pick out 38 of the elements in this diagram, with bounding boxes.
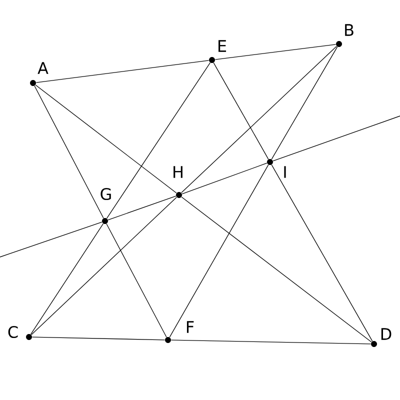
point: A [30, 62, 48, 86]
point: I [267, 159, 286, 178]
line [170, 340, 372, 344]
line [32, 336, 166, 340]
node-label: I [284, 166, 286, 178]
line [0, 222, 102, 258]
line [182, 162, 268, 194]
point: C [8, 326, 32, 340]
line [271, 164, 373, 342]
point: B [336, 24, 354, 47]
line [169, 164, 269, 338]
node-label: E [218, 40, 226, 52]
line [271, 46, 338, 160]
node-label: H [174, 166, 182, 178]
point: G [100, 188, 111, 224]
node-label: C [8, 326, 18, 338]
line [214, 44, 336, 60]
point: H [174, 166, 182, 198]
node-label: A [38, 62, 48, 74]
line [35, 84, 177, 194]
node-label: G [100, 188, 111, 200]
line [108, 196, 176, 220]
line [181, 46, 337, 194]
point: D [371, 328, 392, 347]
line [213, 62, 269, 160]
point: E [209, 40, 226, 63]
node-label: D [381, 328, 392, 340]
line [30, 223, 104, 335]
node-label: B [345, 24, 354, 36]
line [272, 116, 400, 162]
line [106, 224, 167, 338]
line [181, 196, 372, 342]
node-label: F [186, 321, 194, 333]
line [31, 196, 177, 336]
point: F [165, 321, 194, 343]
line [34, 86, 104, 218]
line [36, 60, 210, 83]
line [106, 62, 211, 219]
